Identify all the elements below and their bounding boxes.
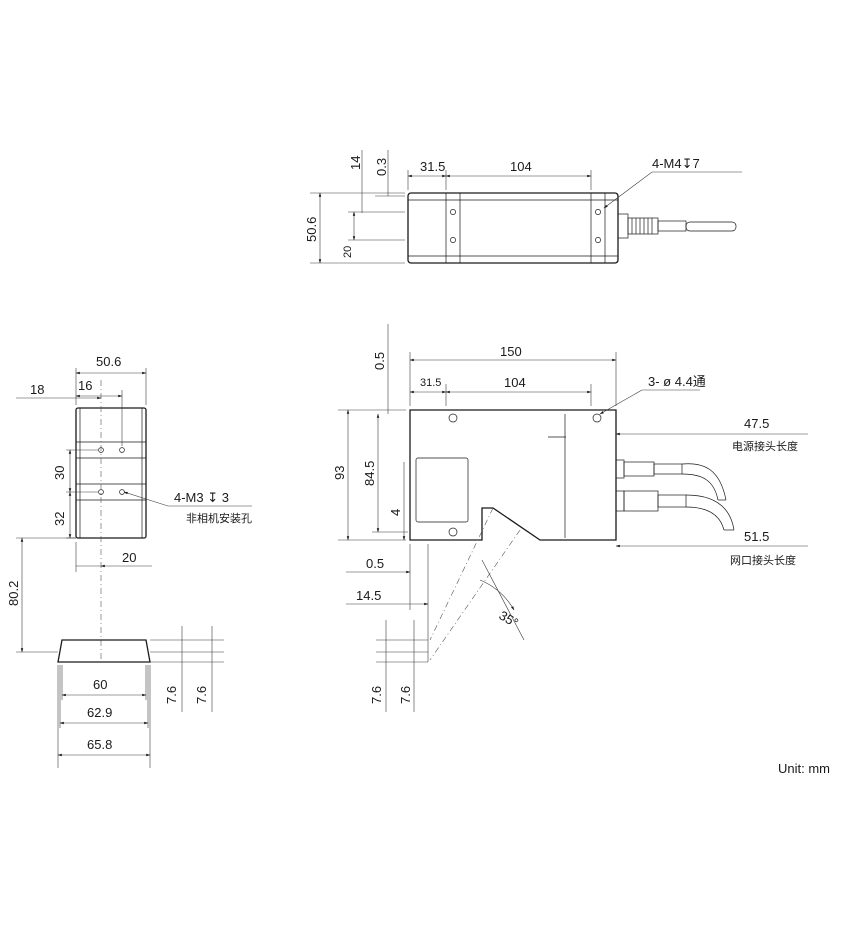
dim-62-9: 62.9: [87, 705, 112, 720]
bottom-view-body: [57, 639, 151, 663]
through-hole: [448, 527, 458, 537]
dim-14: 14: [348, 156, 363, 170]
dim-7-6: 7.6: [164, 686, 179, 704]
bottom-view: 60 62.9 65.8 7.6 7.6: [57, 626, 224, 768]
top-view-body: [407, 192, 619, 264]
dim-20: 20: [122, 550, 136, 565]
dim-0-5: 0.5: [366, 556, 384, 571]
label-power-connector-length: 电源接头长度: [732, 439, 798, 453]
callout-through-holes: 3- ø 4.4通: [648, 374, 706, 389]
callout-m3: 4-M3 ↧ 3: [174, 490, 229, 505]
network-connector: [615, 490, 735, 531]
dim-93: 93: [332, 466, 347, 480]
side-view-body: [75, 407, 147, 539]
front-view-body: [409, 409, 617, 541]
dim-14-5: 14.5: [356, 588, 381, 603]
dim-47-5: 47.5: [744, 416, 769, 431]
dim-31-5: 31.5: [420, 377, 441, 389]
power-connector: [615, 459, 727, 501]
side-view: 50.6 16 18 30 32 20 80.2 4-M3 ↧ 3 非相机安装孔: [6, 354, 252, 660]
dim-84-5: 84.5: [362, 461, 377, 486]
top-mount-hole: [450, 237, 456, 243]
dim-104: 104: [510, 159, 532, 174]
dim-7-6: 7.6: [369, 686, 384, 704]
top-view-left-clamp: [445, 192, 461, 264]
top-mount-hole: [450, 209, 456, 215]
top-view-connector: [617, 213, 737, 239]
callout-m4: 4-M4↧7: [652, 156, 700, 171]
dim-0-5: 0.5: [372, 352, 387, 370]
top-mount-hole: [595, 237, 601, 243]
dim-18: 18: [30, 382, 44, 397]
top-view-right-clamp: [590, 192, 606, 264]
label-network-connector-length: 网口接头长度: [730, 553, 796, 567]
side-mount-hole: [119, 489, 125, 495]
side-mount-hole: [119, 447, 125, 453]
dim-16: 16: [78, 378, 92, 393]
top-view: 31.5 104 14 0.3 50.6 20 4-M4↧7: [304, 150, 742, 264]
unit-label: Unit: mm: [778, 761, 830, 776]
front-view: 150 31.5 104 0.5 3- ø 4.4通 93 84.5 4 47.…: [332, 324, 808, 712]
dim-50-6: 50.6: [304, 217, 319, 242]
dim-104: 104: [504, 375, 526, 390]
through-hole: [592, 413, 602, 423]
callout-m3-note: 非相机安装孔: [186, 511, 252, 525]
dim-80-2: 80.2: [6, 581, 21, 606]
dim-60: 60: [93, 677, 107, 692]
through-hole: [448, 413, 458, 423]
dim-50-6: 50.6: [96, 354, 121, 369]
dim-7-6: 7.6: [194, 686, 209, 704]
dim-0-3: 0.3: [374, 158, 389, 176]
dim-7-6: 7.6: [398, 686, 413, 704]
dim-20: 20: [342, 246, 354, 258]
top-mount-hole: [595, 209, 601, 215]
dim-4: 4: [388, 509, 403, 516]
dim-30: 30: [52, 466, 67, 480]
camera-window: [415, 457, 469, 523]
dim-65-8: 65.8: [87, 737, 112, 752]
dim-31-5: 31.5: [420, 159, 445, 174]
dim-32: 32: [52, 512, 67, 526]
dim-150: 150: [500, 344, 522, 359]
dim-51-5: 51.5: [744, 529, 769, 544]
